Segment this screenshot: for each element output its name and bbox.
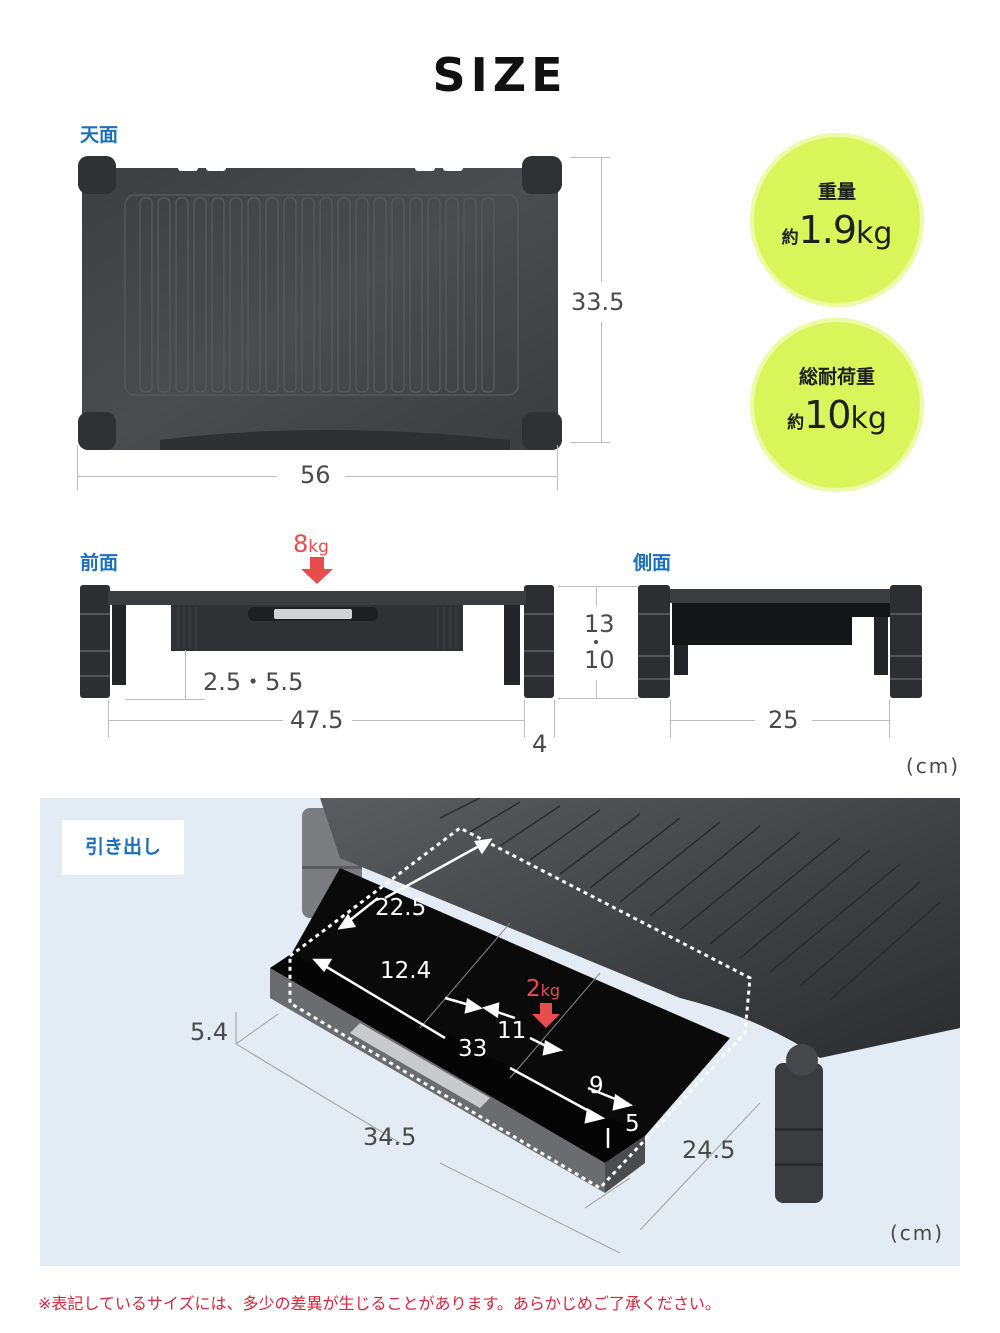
load-capacity-label: 総耐荷重 bbox=[798, 366, 875, 388]
drawer-outer-width-value: 34.5 bbox=[363, 1123, 417, 1151]
drawer-depth-inner-value: 12.4 bbox=[380, 958, 432, 984]
dim-line bbox=[125, 699, 205, 700]
dim-line bbox=[554, 700, 555, 737]
page-title: SIZE bbox=[432, 48, 568, 102]
weight-value: 1.9 bbox=[798, 208, 857, 252]
load-capacity-unit: kg bbox=[850, 401, 887, 436]
drawer-load-unit: kg bbox=[540, 981, 561, 1000]
load-capacity-badge: 総耐荷重 約10kg bbox=[750, 318, 924, 492]
drawer-load-label: 2kg bbox=[526, 976, 560, 1002]
dim-line bbox=[570, 442, 610, 443]
dim-line bbox=[812, 720, 889, 721]
height-min-value: 10 bbox=[584, 646, 615, 674]
weight-prefix: 約 bbox=[781, 228, 799, 248]
drawer-depth-outer-value: 22.5 bbox=[375, 895, 427, 921]
drawer-illustration bbox=[235, 798, 960, 1254]
dim-line bbox=[77, 476, 277, 477]
drawer-compartment-a-value: 11 bbox=[497, 1018, 527, 1044]
front-load-value: 8 bbox=[293, 530, 309, 558]
dim-line bbox=[596, 680, 597, 698]
front-clearance-value: 2.5・5.5 bbox=[203, 668, 304, 696]
dim-line bbox=[557, 445, 558, 490]
drawer-front-height-value: 5.4 bbox=[190, 1018, 229, 1046]
down-arrow-icon bbox=[301, 557, 333, 584]
dim-line bbox=[570, 157, 610, 158]
top-width-value: 56 bbox=[300, 461, 331, 489]
side-depth-value: 25 bbox=[768, 706, 799, 734]
dim-line bbox=[77, 445, 78, 490]
weight-label: 重量 bbox=[817, 181, 856, 203]
dim-line bbox=[601, 322, 602, 442]
dim-line bbox=[108, 700, 109, 737]
dim-line bbox=[352, 720, 524, 721]
dim-line bbox=[345, 476, 557, 477]
load-capacity-value: 10 bbox=[804, 393, 851, 437]
down-arrow-icon bbox=[532, 1003, 560, 1028]
weight-unit: kg bbox=[856, 216, 893, 251]
drawer-compartment-b-value: 9 bbox=[589, 1073, 604, 1099]
side-view-illustration bbox=[638, 585, 922, 698]
front-load-unit: kg bbox=[308, 537, 329, 557]
top-view-label: 天面 bbox=[80, 124, 119, 146]
front-inner-width-value: 47.5 bbox=[290, 706, 344, 734]
dim-line bbox=[524, 700, 525, 737]
unit-label: (cm) bbox=[906, 754, 961, 778]
drawer-label: 引き出し bbox=[62, 820, 184, 875]
load-capacity-prefix: 約 bbox=[787, 413, 805, 433]
height-max-value: 13 bbox=[584, 610, 615, 638]
drawer-load-value: 2 bbox=[526, 976, 541, 1002]
footnote: ※表記しているサイズには、多少の差異が生じることがあります。あらかじめご了承くだ… bbox=[38, 1294, 721, 1313]
dim-line bbox=[889, 700, 890, 738]
top-view-illustration bbox=[78, 156, 562, 450]
dim-line bbox=[596, 586, 597, 606]
drawer-unit-label: (cm) bbox=[890, 1221, 945, 1245]
front-view-illustration bbox=[80, 585, 554, 698]
dim-line bbox=[670, 700, 671, 738]
weight-badge: 重量 約1.9kg bbox=[750, 133, 924, 307]
drawer-inner-width-value: 33 bbox=[458, 1036, 488, 1062]
dim-line bbox=[670, 720, 755, 721]
drawer-inner-height-value: 5 bbox=[625, 1111, 640, 1137]
dim-line bbox=[558, 586, 638, 587]
dim-line bbox=[185, 650, 186, 700]
top-depth-value: 33.5 bbox=[571, 288, 625, 316]
dim-line bbox=[558, 698, 638, 699]
height-separator bbox=[594, 640, 598, 644]
dim-line bbox=[108, 720, 283, 721]
drawer-outer-depth-value: 24.5 bbox=[682, 1136, 736, 1164]
side-view-label: 側面 bbox=[633, 552, 672, 574]
dim-line bbox=[601, 157, 602, 282]
drawer-panel: 引き出し bbox=[40, 798, 960, 1266]
front-leg-width-value: 4 bbox=[532, 730, 548, 758]
front-load-label: 8kg bbox=[293, 530, 329, 558]
front-view-label: 前面 bbox=[80, 552, 119, 574]
